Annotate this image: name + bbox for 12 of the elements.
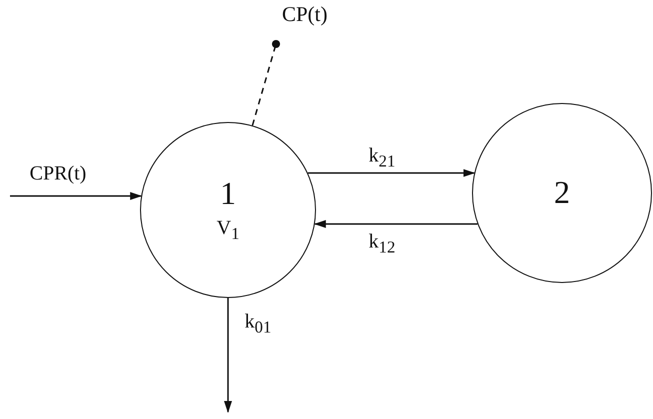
compartment-circle <box>140 122 316 298</box>
arrow <box>308 169 476 177</box>
concentration-label: CP(t) <box>282 2 328 26</box>
compartment-number: 1 <box>220 176 236 212</box>
compartment-volume: V$_{1}$ <box>216 217 240 244</box>
compartment-circle <box>472 103 652 283</box>
dashed-connector <box>252 40 280 126</box>
arrow <box>224 298 232 413</box>
arrow <box>314 220 478 228</box>
rate-label: CPR(t) <box>28 162 88 186</box>
arrow <box>10 192 142 200</box>
compartment-number: 2 <box>554 175 570 211</box>
